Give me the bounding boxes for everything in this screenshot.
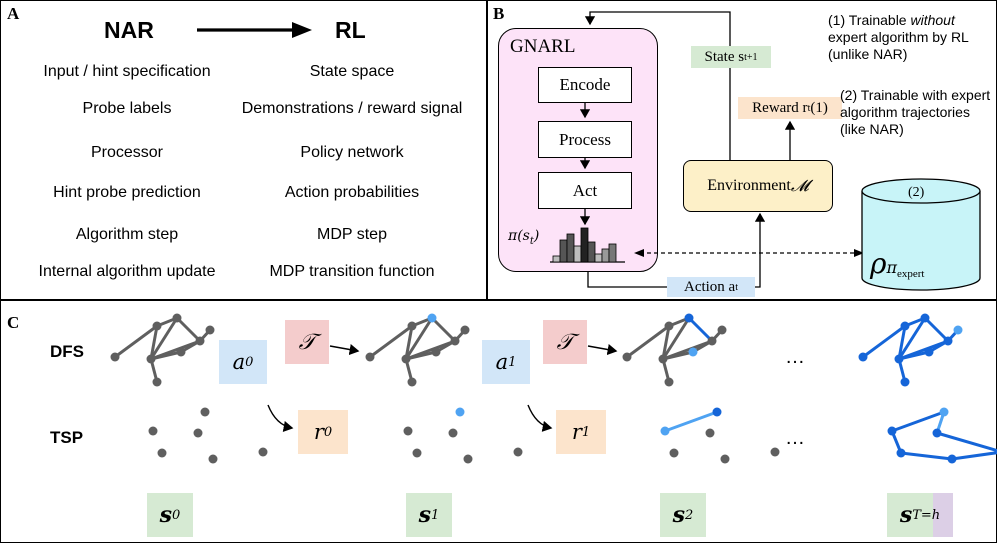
gnarl-title: GNARL	[510, 36, 576, 57]
environment-box: Environment 𝓜	[683, 160, 833, 212]
panel-label-c: C	[7, 313, 20, 332]
transition-t-1: 𝒯	[285, 320, 329, 364]
db-rho-label: ρπexpert	[870, 247, 925, 281]
transition-t-2: 𝒯	[543, 320, 587, 364]
rl-row-1: State space	[309, 63, 395, 80]
nar-row-1: Input / hint specification	[43, 63, 211, 80]
nar-header: NAR	[104, 17, 154, 43]
rl-row-3: Policy network	[300, 144, 404, 161]
db-number: (2)	[908, 185, 925, 200]
nar-row-2: Probe labels	[82, 100, 172, 117]
rl-row-6: MDP transition function	[269, 263, 435, 280]
note-2: (2) Trainable with expert algorithm traj…	[840, 87, 991, 137]
row-label-dfs: DFS	[50, 342, 84, 361]
panel-label-b: B	[493, 4, 505, 23]
ellipsis-tsp: …	[785, 427, 805, 449]
ellipsis-dfs: …	[785, 346, 805, 368]
rl-row-2: Demonstrations / reward signal	[241, 100, 463, 117]
state-sth-bg	[887, 493, 953, 537]
row-label-tsp: TSP	[50, 428, 84, 447]
nar-row-4: Hint probe prediction	[53, 184, 201, 201]
note-1: (1) Trainable without expert algorithm b…	[828, 12, 969, 62]
nar-row-6: Internal algorithm update	[38, 263, 216, 280]
rl-header: RL	[335, 17, 366, 43]
act-box: Act	[538, 172, 632, 209]
encode-box: Encode	[538, 67, 632, 103]
process-box: Process	[538, 121, 632, 158]
panel-label-a: A	[7, 4, 20, 23]
rl-row-4: Action probabilities	[284, 184, 420, 201]
nar-row-5: Algorithm step	[75, 226, 179, 243]
policy-label: π(st)	[508, 228, 540, 247]
rl-row-5: MDP step	[317, 226, 387, 243]
nar-row-3: Processor	[90, 144, 164, 161]
panel-a	[0, 0, 488, 301]
